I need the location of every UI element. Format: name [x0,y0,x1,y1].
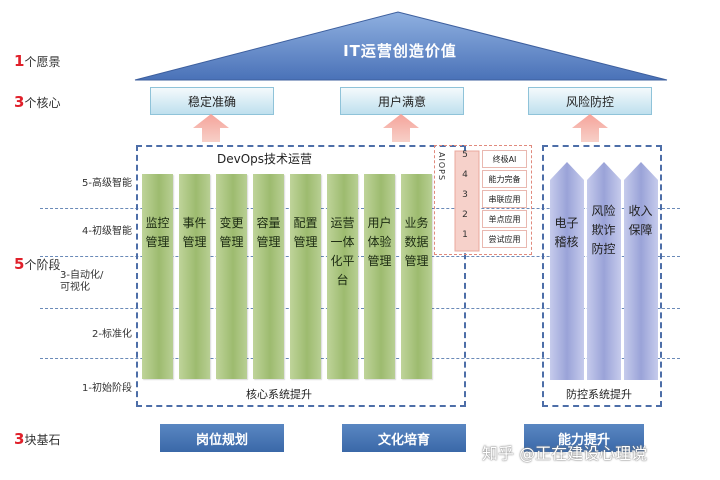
column-change-label: 变更管理 [219,216,244,249]
up-arrow-icon [572,114,608,142]
aiops-level-3: 串联应用 [482,190,527,208]
column-event [179,174,210,379]
core-box-satisfaction: 用户满意 [340,87,464,115]
aiops-level-1: 尝试应用 [482,230,527,248]
core-box-risk: 风险防控 [528,87,652,115]
risk-column-shape [587,162,621,380]
devops-box [136,145,466,407]
column-capacity-label: 容量管理 [256,216,281,249]
stage-label-5: 5-高级智能 [82,178,132,189]
aiops-level-num: 4 [462,170,468,180]
stage-divider [40,358,680,359]
aiops-level-num: 2 [462,210,468,220]
stage-divider [40,256,680,257]
roof-title: IT运营创造价值 [343,42,457,60]
watermark: 知乎 @正在建设心理谠 [482,444,648,463]
column-config-label: 配置管理 [293,216,318,249]
column-change [216,174,247,379]
risk-column-audit: 电子稽核 [554,216,579,249]
stage-divider [40,208,680,209]
stage-label-3: 3-自动化/ 可视化 [60,270,104,293]
column-monitoring-label: 监控管理 [145,216,170,249]
up-arrows [193,114,608,142]
aiops-level-num: 1 [462,230,468,240]
aiops-level-5: 终极AI [482,150,527,168]
risk-column-fraud: 风险欺诈防控 [591,204,616,256]
aiops-label: AIOPS [437,152,446,182]
foundation-role-planning: 岗位规划 [160,424,284,452]
risk-box [542,145,662,407]
devops-title: DevOps技术运营 [214,150,316,167]
column-event-label: 事件管理 [182,216,207,249]
stage-label-1: 1-初始阶段 [82,383,132,394]
up-arrow-icon [193,114,229,142]
devops-footer: 核心系统提升 [246,388,312,401]
risk-footer: 防控系统提升 [566,388,632,401]
column-biz-data [401,174,432,379]
stage-label-2: 2-标准化 [92,329,132,340]
risk-column-revenue: 收入保障 [628,204,653,237]
risk-column-shape [624,162,658,380]
aiops-level-num: 3 [462,190,468,200]
stages-label: 5个阶段 [14,255,61,273]
aiops-level-2: 单点应用 [482,210,527,228]
risk-columns [550,162,658,380]
vision-label: 1个愿景 [14,52,61,70]
column-ux-label: 用户体验管理 [367,216,392,268]
column-monitoring [142,174,173,379]
core-box-stable: 稳定准确 [150,87,274,115]
aiops-box [434,145,532,255]
column-ux [364,174,395,379]
aiops-staircase [454,150,480,252]
aiops-level-4: 能力完备 [482,170,527,188]
foundation-capability: 能力提升 [524,424,644,452]
column-biz-data-label: 业务数据管理 [404,216,429,268]
risk-column-shape [550,162,584,380]
up-arrow-icon [383,114,419,142]
foundations-label: 3块基石 [14,430,61,448]
column-config [290,174,321,379]
column-ops-platform-label: 运营一体化平台 [330,216,355,287]
aiops-level-num: 5 [462,150,468,160]
column-capacity [253,174,284,379]
cores-label: 3个核心 [14,93,61,111]
stage-label-4: 4-初级智能 [82,226,132,237]
column-ops-platform [327,174,358,379]
foundation-culture: 文化培育 [342,424,466,452]
roof-shape [134,11,668,81]
stage-divider [40,308,680,309]
